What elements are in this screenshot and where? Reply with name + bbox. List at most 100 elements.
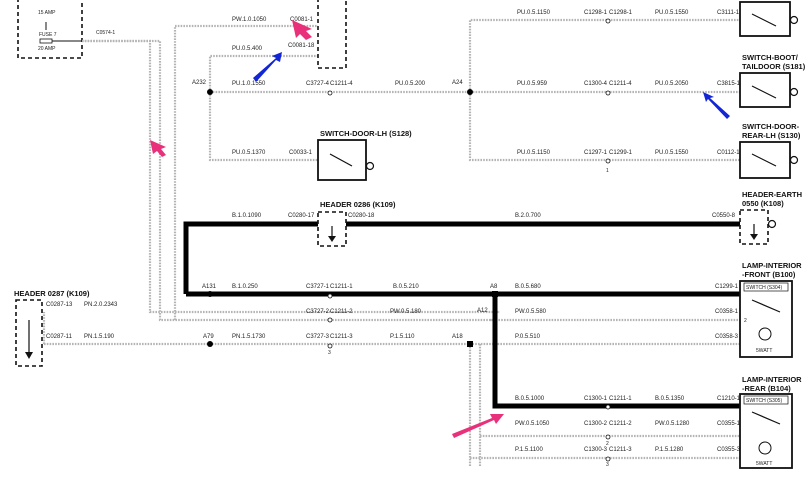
connector-label: C1211-3 (330, 334, 353, 340)
lamp-front-label-1: LAMP-INTERIOR (742, 261, 802, 270)
connector-label: C0280-18 (348, 213, 375, 219)
connector-label: C3727-2 (306, 309, 330, 315)
connector-label: C0287-13 (46, 302, 73, 308)
earth-wires (183, 221, 740, 409)
connector-label: C1210-1 (717, 396, 741, 402)
wire-label: PN.1.5.190 (84, 334, 115, 340)
switch-lever-icon (751, 299, 781, 313)
splice-label: A232 (192, 80, 207, 86)
connector-label: C1300-1 (584, 396, 608, 402)
pink-arrow-icon (292, 20, 312, 40)
header-0287: HEADER 0287 (K109) (14, 289, 90, 367)
switch-lever-icon (751, 85, 777, 99)
header-earth-label-1: HEADER-EARTH (742, 190, 802, 199)
earth-arrow-icon (25, 352, 33, 359)
splice-label: A131 (202, 284, 217, 290)
wire-label: PW.1.0.1050 (232, 17, 267, 23)
wire-label: PU.1.0.1550 (232, 81, 266, 87)
connector-label: C0550-8 (712, 213, 736, 219)
switch-door-lh: SWITCH-DOOR-LH (S128) (317, 129, 412, 181)
wire-label: PU.0.5.959 (517, 81, 548, 87)
connector-label: C1211-4 (609, 81, 632, 87)
wire-label: B.0.5.1000 (515, 396, 545, 402)
pink-arrow-icon (150, 140, 166, 157)
connector-label: C1300-2 (584, 421, 608, 427)
connector-label: C0033-1 (289, 150, 313, 156)
pin-label: 1 (606, 168, 609, 174)
connector-label: C0081-1 (290, 17, 314, 23)
switch-lever-icon (751, 411, 781, 425)
connector-label: C1211-3 (609, 447, 632, 453)
wire-label: P.1.5.1100 (515, 447, 543, 453)
connector-label: C1298-1 (609, 10, 633, 16)
pin-label: 2 (744, 318, 747, 324)
fuse-connector: C0574-1 (96, 30, 115, 36)
signal-wires (42, 18, 740, 466)
earth-terminal-icon (789, 155, 799, 165)
connector-symbols (327, 18, 611, 462)
connector-label: C0280-17 (288, 213, 315, 219)
pin-label: 3 (606, 462, 609, 468)
connector-label: C1300-4 (584, 81, 608, 87)
switch-lever-icon (329, 153, 353, 167)
splice-label: A79 (203, 334, 214, 340)
connector-label: C3727-1 (306, 284, 330, 290)
blue-arrow-icon (703, 92, 730, 119)
wire-label: PN.2.0.2343 (84, 302, 118, 308)
wire-label: B.0.5.210 (393, 284, 419, 290)
splice-label: A12 (477, 308, 488, 314)
switch-lever-icon (751, 153, 777, 167)
wire-label: PU.0.5.200 (395, 81, 426, 87)
switch-s304-label: SWITCH (S304) (746, 285, 782, 291)
fuse-label: FUSE 7 (39, 32, 57, 38)
earth-arrow-icon (750, 234, 758, 240)
wire-label: B.0.5.1350 (655, 396, 685, 402)
connector-label: C1298-1 (584, 10, 608, 16)
switch-s305-label: SWITCH (S305) (746, 398, 782, 404)
connector-label: C0081-18 (288, 43, 315, 49)
header-0286-label: HEADER 0286 (K109) (320, 200, 396, 209)
fuse-amp-bottom: 20 AMP (38, 46, 56, 52)
connector-label: C1211-2 (609, 421, 632, 427)
switch-door-rear-label-1: SWITCH-DOOR- (742, 122, 800, 131)
connector-label: C3727-3 (306, 334, 330, 340)
annotation-arrows (150, 20, 730, 438)
splice-a18 (467, 341, 473, 347)
wire-labels: PW.1.0.1050 PU.0.5.400 PU.1.0.1550 PU.0.… (84, 10, 690, 453)
wire-label: PU.0.5.400 (232, 46, 263, 52)
wire-label: B.1.0.1090 (232, 213, 262, 219)
wire-label: PW.0.5.580 (515, 309, 547, 315)
wire-label: PU.0.5.1370 (232, 150, 266, 156)
switch-boot-label-2: TAILDOOR (S181) (742, 62, 806, 71)
wire-label: PW.0.5.1050 (515, 421, 550, 427)
lamp-rear-label-1: LAMP-INTERIOR (742, 375, 802, 384)
wire-label: PW.0.5.1280 (655, 421, 690, 427)
connector-label: C1211-1 (330, 284, 353, 290)
splice-a131 (207, 291, 213, 297)
connector-label: C1211-1 (609, 396, 632, 402)
switch-door-rear-label-2: REAR-LH (S130) (742, 131, 801, 140)
fuse-icon (39, 38, 53, 44)
lamp-front-label-2: -FRONT (B100) (742, 270, 796, 279)
lamp-bulb-icon (758, 327, 772, 341)
header-connector-top (317, 0, 347, 69)
switch-lever-icon (751, 13, 777, 27)
splice-a79 (207, 341, 213, 347)
connector-label: C1211-4 (330, 81, 353, 87)
lamp-wattage: 5WATT (756, 348, 772, 354)
earth-terminal-icon (789, 15, 799, 25)
connector-label: C1299-1 (609, 150, 633, 156)
wire-label: PN.1.5.1730 (232, 334, 266, 340)
connector-label: C3111-1 (717, 10, 740, 16)
wire-label: PU.0.5.1150 (517, 150, 551, 156)
connector-label: C0358-1 (715, 309, 739, 315)
header-0287-label: HEADER 0287 (K109) (14, 289, 90, 298)
fuse-box: 15 AMP FUSE 7 20 AMP C0574-1 (17, 0, 115, 59)
header-earth-0550: HEADER-EARTH 0550 (K108) (739, 190, 802, 245)
wire-label: B.2.0.700 (515, 213, 541, 219)
connector-label: C1300-3 (584, 447, 608, 453)
wire-label: B.1.0.250 (232, 284, 258, 290)
wire-label: PU.0.5.2050 (655, 81, 689, 87)
connector-label: C0355-3 (717, 447, 741, 453)
